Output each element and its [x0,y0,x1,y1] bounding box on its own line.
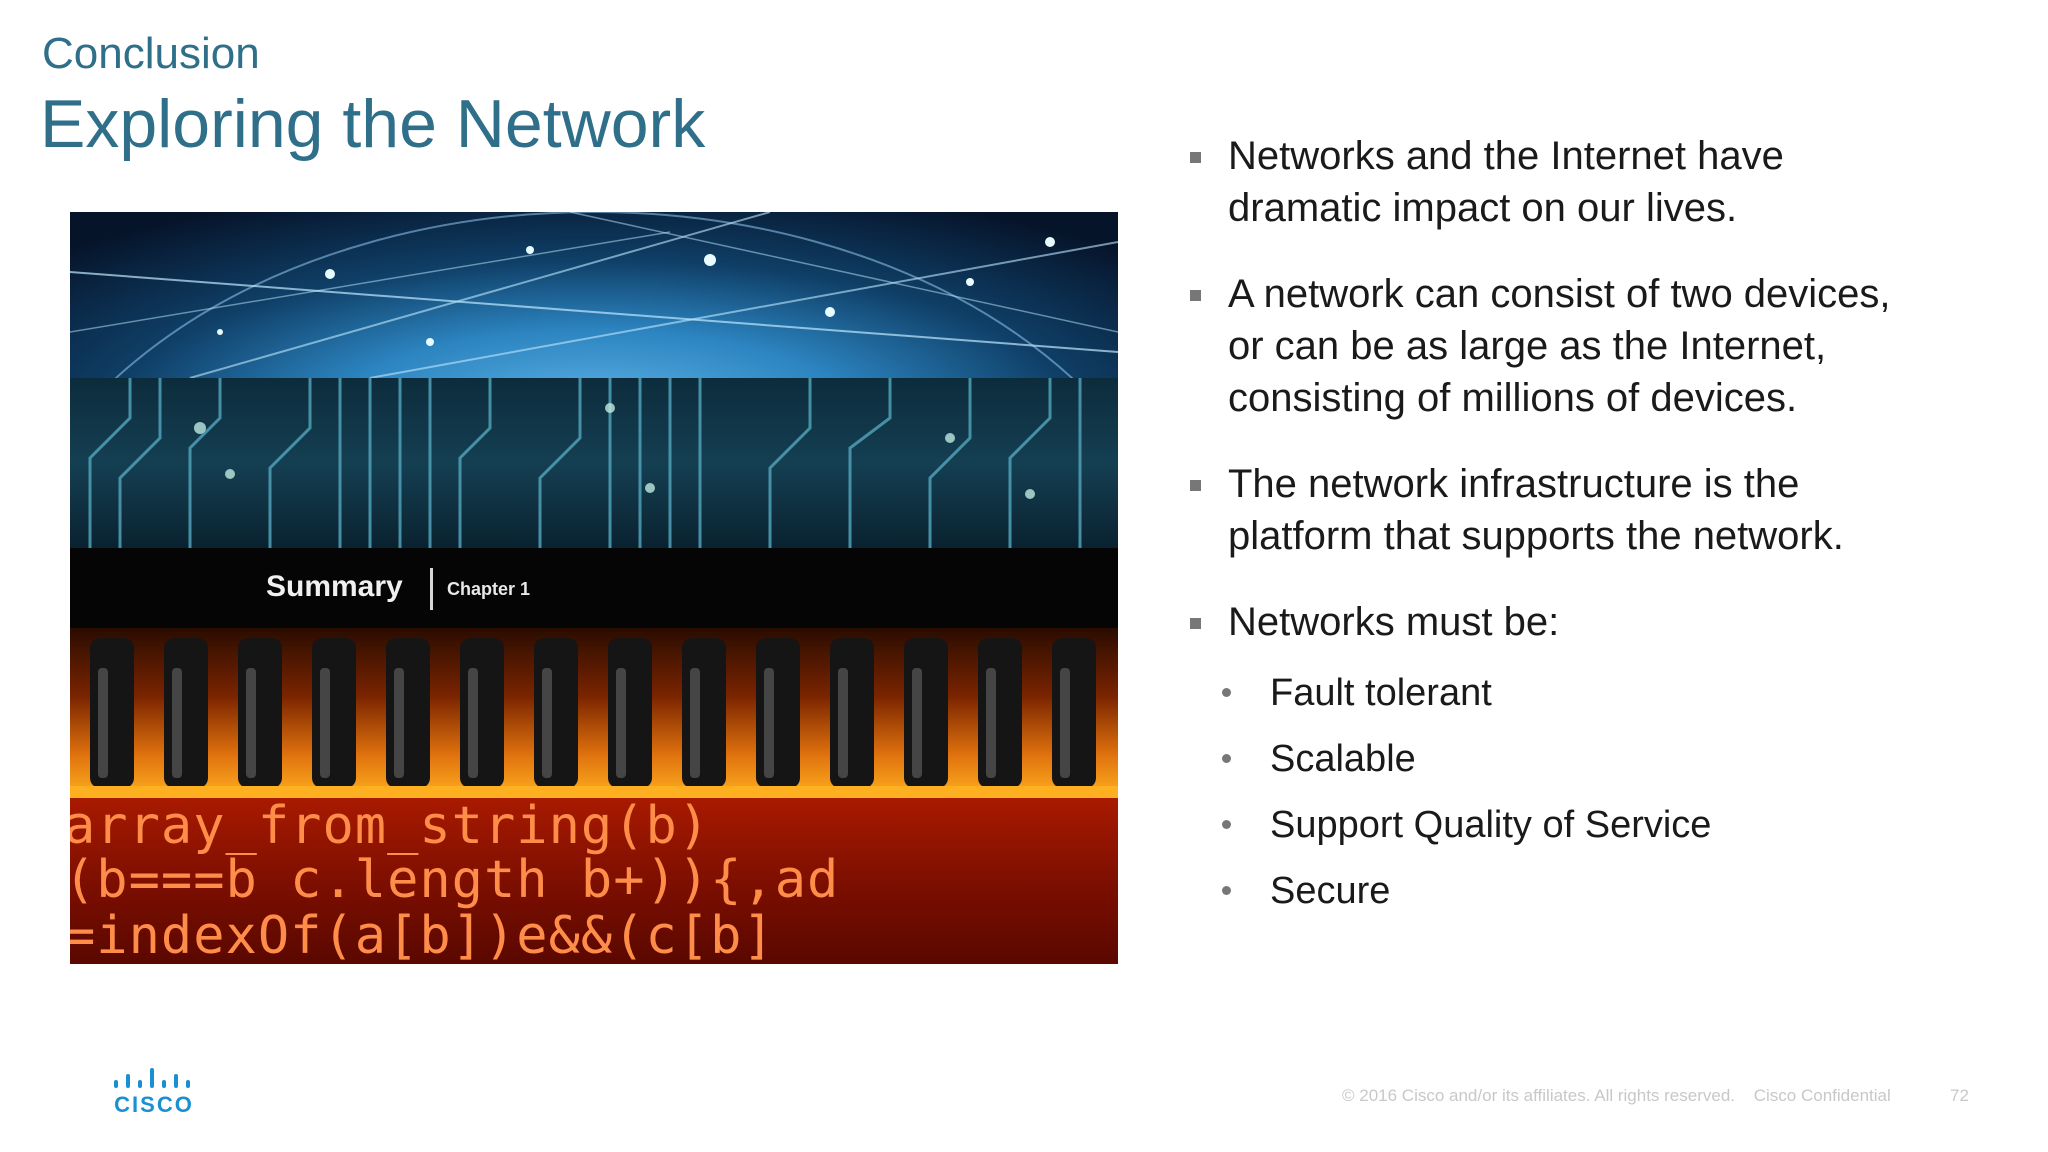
sub-bullet-text: Secure [1270,870,1391,912]
round-bullet-icon [1222,820,1231,829]
summary-label: Summary [266,570,403,603]
summary-divider [430,568,433,610]
bullet-text-line: Networks must be: [1228,600,1560,644]
cisco-bridge-icon [114,1068,190,1088]
bullet-item: The network infrastructure is the platfo… [1188,458,1988,562]
bullet-list: Networks and the Internet have dramatic … [1188,130,1988,932]
sub-bullet-item: Scalable [1188,734,1988,784]
sub-bullet-item: Support Quality of Service [1188,800,1988,850]
hero-image: Summary Chapter 1 [70,212,1118,964]
round-bullet-icon [1222,886,1231,895]
summary-band: Summary Chapter 1 [70,548,1118,628]
circuit-traces [88,378,1082,548]
confidential-text: Cisco Confidential [1753,1086,1891,1105]
code-line: array_from_string(b) [70,796,711,856]
sub-bullet-text: Fault tolerant [1270,672,1492,714]
bullet-text-line: Networks and the Internet have [1228,134,1784,178]
footer-copyright-line: © 2016 Cisco and/or its affiliates. All … [1342,1086,1905,1106]
page-number: 72 [1950,1086,1969,1105]
sub-bullet-item: Fault tolerant [1188,668,1988,718]
sub-bullet-text: Scalable [1270,738,1416,780]
cisco-logo: CISCO [112,1068,196,1117]
code-line: =indexOf(a[b])e&&(c[b] [70,906,775,964]
bullet-text-line: consisting of millions of devices. [1228,376,1798,420]
bullet-text-line: The network infrastructure is the [1228,462,1800,506]
cable-band [70,628,1118,798]
bullet-item: Networks must be: [1188,596,1988,648]
slide-kicker: Conclusion [42,29,260,78]
bullet-text-line: dramatic impact on our lives. [1228,186,1738,230]
slide-title: Exploring the Network [40,86,706,162]
square-bullet-icon [1190,618,1201,629]
sub-bullet-item: Secure [1188,866,1988,916]
globe-network-lines [70,212,1118,378]
round-bullet-icon [1222,688,1231,697]
bullet-item: Networks and the Internet have dramatic … [1188,130,1988,234]
square-bullet-icon [1190,152,1201,163]
cisco-wordmark: CISCO [114,1092,194,1117]
copyright-text: © 2016 Cisco and/or its affiliates. All … [1342,1086,1736,1105]
bullet-text-line: A network can consist of two devices, [1228,272,1891,316]
bullet-item: A network can consist of two devices, or… [1188,268,1988,424]
network-cables [70,638,1118,798]
bullet-text-line: or can be as large as the Internet, [1228,324,1827,368]
square-bullet-icon [1190,290,1201,301]
chapter-label: Chapter 1 [447,579,531,599]
sub-bullet-text: Support Quality of Service [1270,804,1712,846]
square-bullet-icon [1190,480,1201,491]
round-bullet-icon [1222,754,1231,763]
circuit-band [70,378,1118,548]
code-band: array_from_string(b) (b===b c.length b+)… [70,796,1118,964]
code-line: (b===b c.length b+)){,ad [70,850,840,910]
bullet-text-line: platform that supports the network. [1228,514,1844,558]
globe-band [70,212,1118,378]
